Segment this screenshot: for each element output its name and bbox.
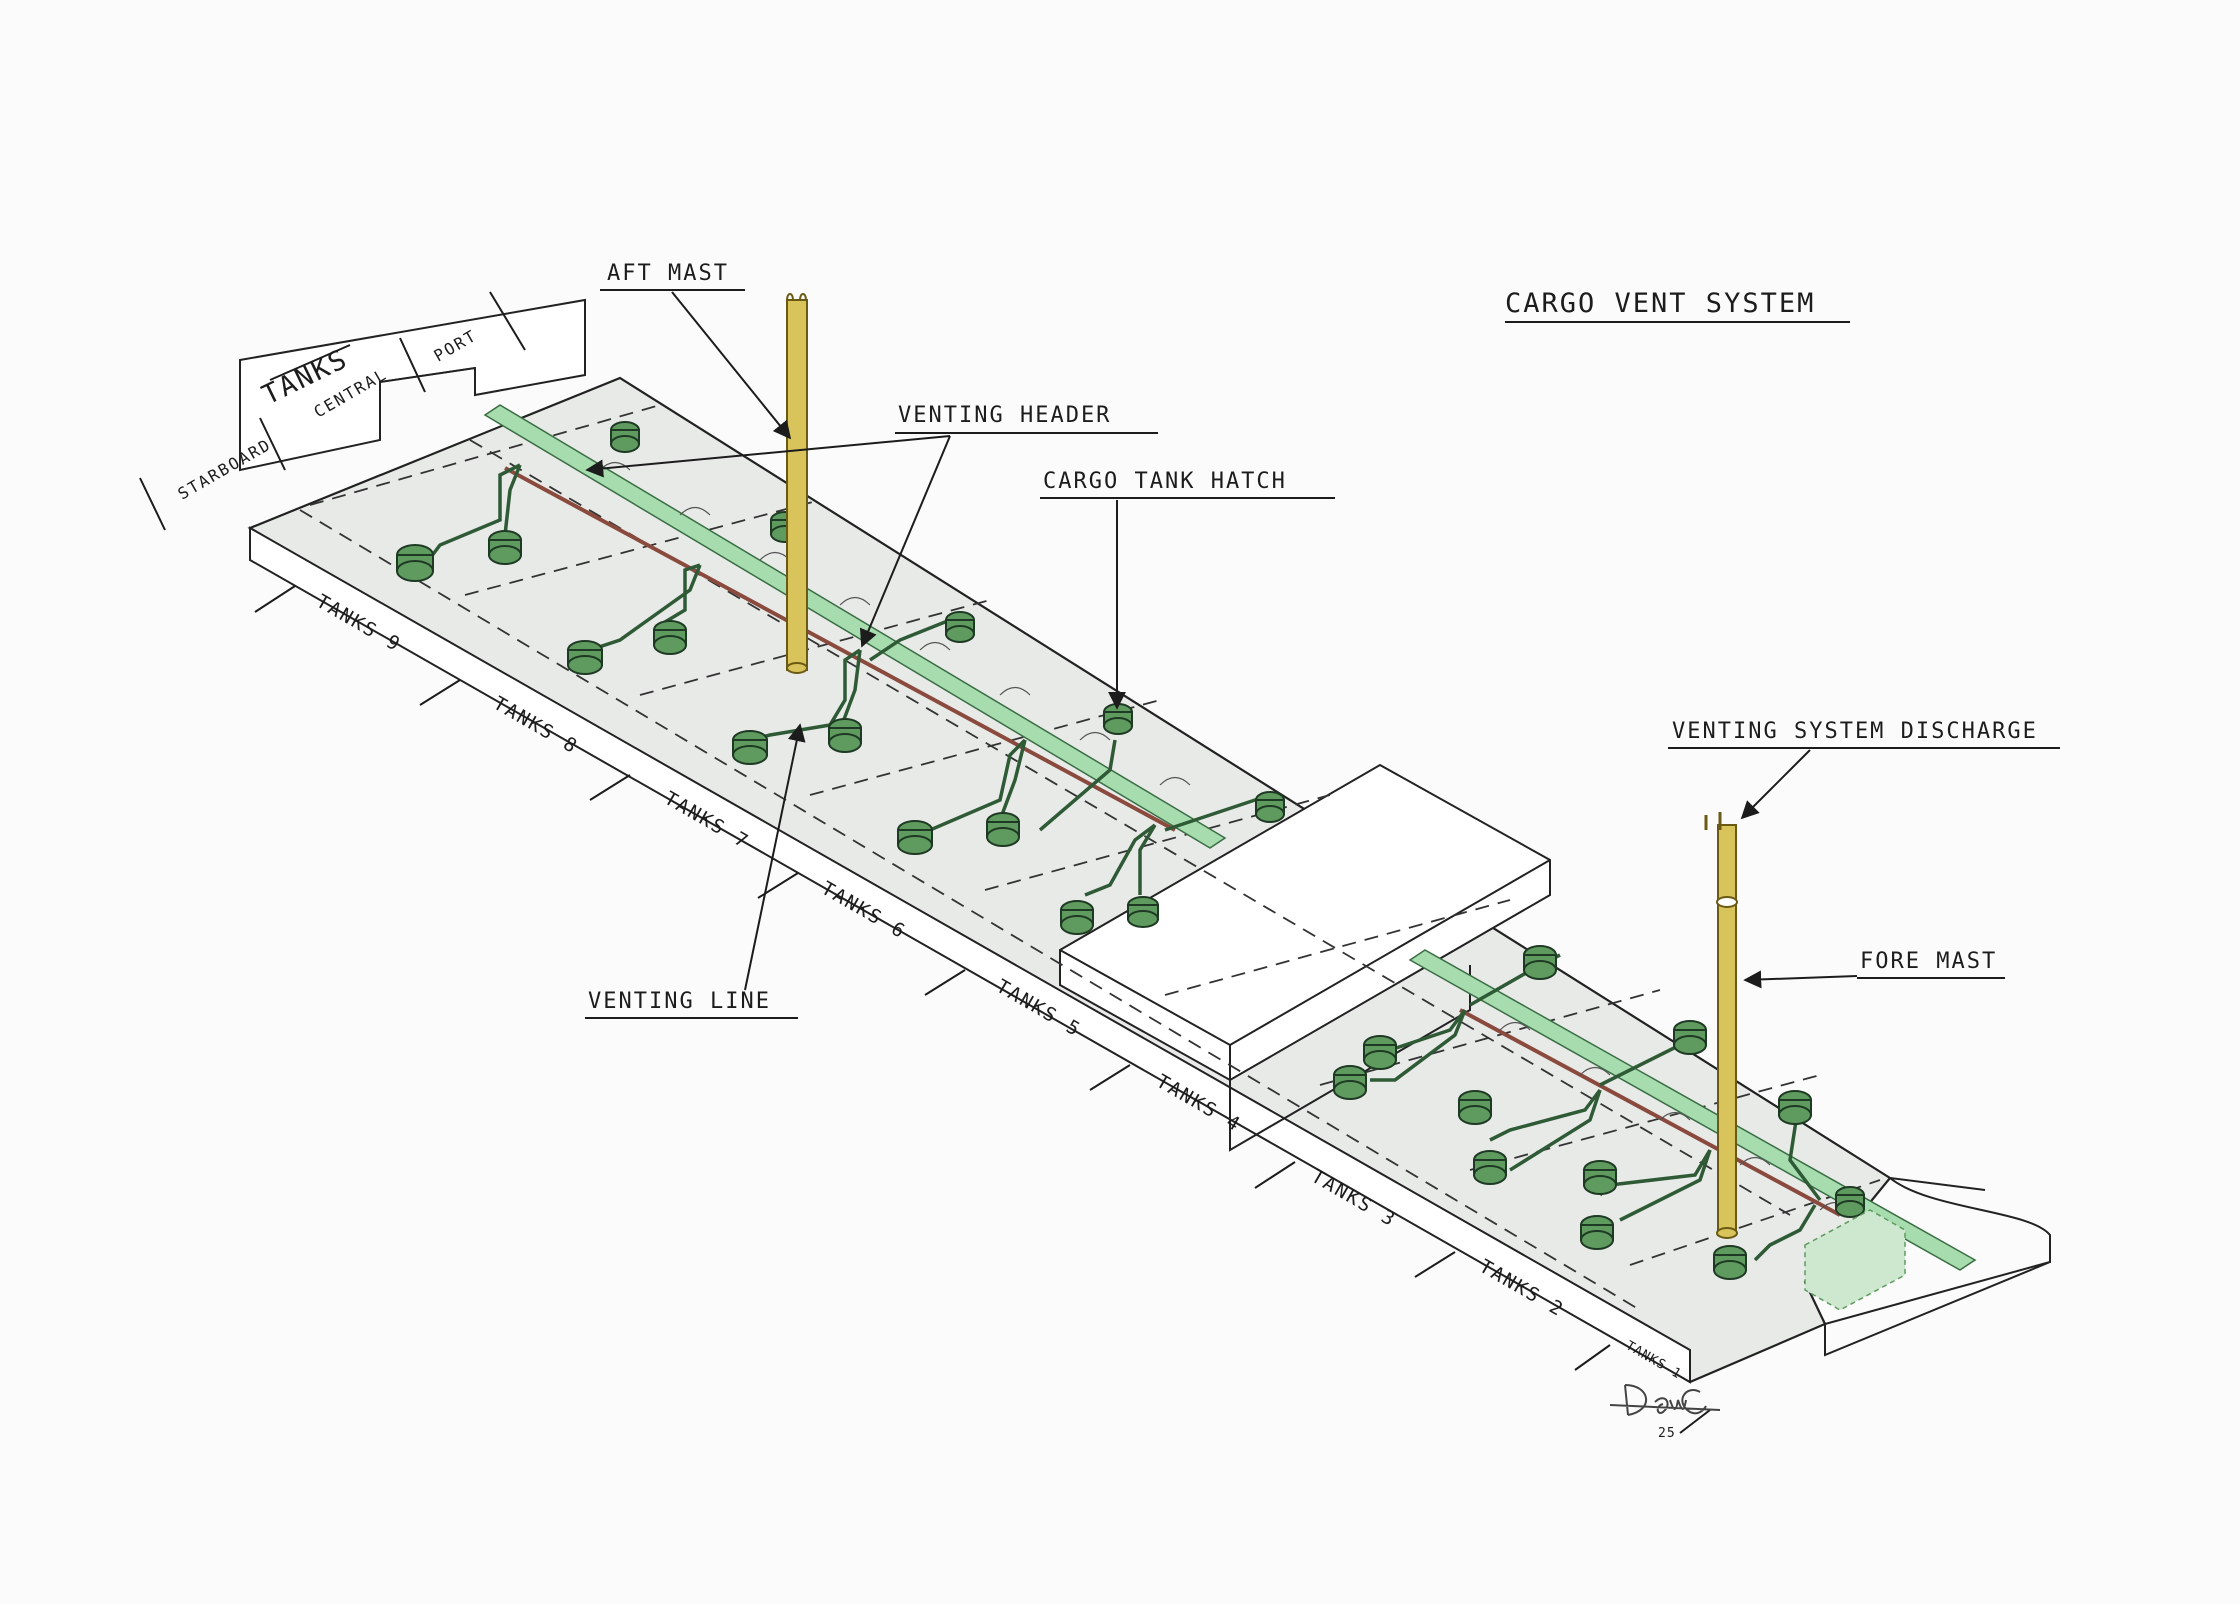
cargo-tank-hatch xyxy=(610,421,640,453)
catwalk-supports xyxy=(599,461,1851,1211)
cargo-tank-hatch xyxy=(986,812,1020,847)
main-deck xyxy=(247,376,1892,1384)
cargo-tank-hatch xyxy=(567,640,603,675)
cargo-tank-hatch xyxy=(1473,1150,1507,1185)
callout-venting-system-discharge: VENTING SYSTEM DISCHARGE xyxy=(1672,719,2038,744)
cargo-tank-hatch xyxy=(396,544,434,582)
bow-shape xyxy=(1824,1177,2051,1357)
cargo-tank-hatch xyxy=(653,620,687,655)
bow-shape xyxy=(1889,1177,1986,1191)
cargo-tank-hatch xyxy=(1523,945,1557,980)
cargo-tank-hatch xyxy=(488,530,522,565)
cargo-tank-hatch xyxy=(1673,1020,1707,1055)
diagram-title: CARGO VENT SYSTEM xyxy=(1505,288,1815,319)
forecastle-box xyxy=(1059,763,1551,1082)
callout-venting-line: VENTING LINE xyxy=(588,989,771,1014)
cargo-tank-hatch xyxy=(828,718,862,753)
legend-starboard: STARBOARD xyxy=(175,435,275,504)
fore-equipment-box xyxy=(1804,1209,1906,1311)
callout-venting-header: VENTING HEADER xyxy=(898,403,1111,428)
aft-superstructure xyxy=(379,367,476,395)
tanks-legend xyxy=(139,291,526,531)
fore-mast xyxy=(1704,812,1738,1239)
cargo-tank-hatch xyxy=(1103,703,1133,735)
cargo-tank-hatch xyxy=(1255,791,1285,823)
catwalk xyxy=(483,404,1977,1271)
cargo-tank-hatch xyxy=(732,730,768,765)
cargo-tank-hatch xyxy=(1713,1245,1747,1280)
venting-header-pipe xyxy=(504,466,1841,1217)
cargo-tank-hatch xyxy=(1127,896,1159,928)
callout-fore-mast: FORE MAST xyxy=(1860,949,1997,974)
cargo-tank-hatch xyxy=(1060,900,1094,935)
aft-mast xyxy=(786,293,808,674)
cargo-tank-hatch xyxy=(1835,1186,1865,1218)
hull-side-starboard xyxy=(249,526,1691,1384)
artist-signature: 25 xyxy=(1609,1384,1721,1441)
cargo-tank-hatch xyxy=(897,820,933,855)
callout-cargo-tank-hatch: CARGO TANK HATCH xyxy=(1043,469,1287,494)
cargo-tank-hatch xyxy=(1363,1035,1397,1070)
cargo-tank-hatch xyxy=(1580,1215,1614,1250)
cargo-tank-hatch xyxy=(1778,1090,1812,1125)
callout-aft-mast: AFT MAST xyxy=(607,261,729,286)
cargo-tank-hatch xyxy=(1333,1065,1367,1100)
cargo-tank-hatch xyxy=(945,611,975,643)
tank-dividers xyxy=(254,585,1711,1434)
cargo-tank-hatch xyxy=(1458,1090,1492,1125)
signature-year: 25 xyxy=(1658,1426,1676,1441)
forecastle-box xyxy=(1059,859,1551,1080)
cargo-tank-hatch xyxy=(1583,1160,1617,1195)
cargo-tank-hatches xyxy=(396,421,1865,1280)
